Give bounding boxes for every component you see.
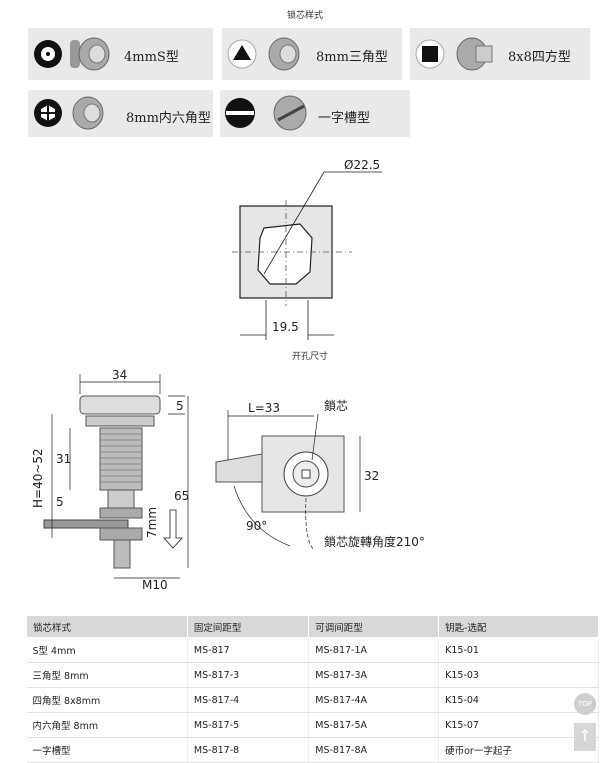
- table-cell: MS-817-4: [187, 687, 310, 713]
- table-row: 一字槽型 MS-817-8 MS-817-8A 硬币or一字起子: [26, 737, 599, 763]
- core-type-square-tile: [410, 28, 590, 80]
- head-height-label: 5: [176, 399, 184, 413]
- thread-length-label: 31: [56, 452, 71, 466]
- table-cell: MS-817-8A: [308, 737, 440, 763]
- back-to-top-button[interactable]: TOP: [574, 693, 596, 715]
- table-cell: S型 4mm: [26, 637, 188, 663]
- table-cell: MS-817: [187, 637, 310, 663]
- table-row: S型 4mm MS-817 MS-817-1A K15-01: [26, 637, 599, 663]
- table-row: 四角型 8x8mm MS-817-4 MS-817-4A K15-04: [26, 687, 599, 713]
- hex-core-icon: [34, 96, 104, 130]
- core-type-label-hex: 8mm内六角型: [126, 111, 211, 126]
- core-label: 鎖芯: [324, 398, 348, 413]
- cutout-drawing: Ø22.5 19.5: [232, 158, 382, 340]
- cutout-caption: 开孔尺寸: [291, 352, 328, 362]
- core-type-label-slot: 一字槽型: [318, 111, 371, 126]
- table-cell: MS-817-8: [187, 737, 310, 763]
- col-core-style: 锁芯样式: [26, 615, 188, 638]
- col-adjustable: 可调间距型: [308, 615, 440, 638]
- table-cell: 三角型 8mm: [26, 662, 188, 688]
- core-type-s-tile: [28, 28, 213, 80]
- table-cell: K15-03: [438, 662, 599, 688]
- col-key: 钥匙-选配: [438, 615, 599, 638]
- total-height-label: 65: [174, 489, 189, 503]
- table-cell: 内六角型 8mm: [26, 712, 188, 738]
- front-dimension-drawing: L=33 鎖芯 32 90° 鎖芯旋轉角度210°: [215, 398, 425, 551]
- side-dimension-drawing: 34 5 31 H=40~52 65 5 7mm M10: [31, 368, 189, 592]
- table-cell: MS-817-5A: [308, 712, 440, 738]
- rotation-note: 鎖芯旋轉角度210°: [324, 534, 425, 549]
- travel-label: 7mm: [145, 507, 159, 538]
- table-cell: MS-817-3: [187, 662, 310, 688]
- core-type-hex-tile: [28, 90, 213, 137]
- table-cell: MS-817-3A: [308, 662, 440, 688]
- table-cell: K15-01: [438, 637, 599, 663]
- slot-core-icon: [225, 95, 307, 131]
- table-cell: MS-817-5: [187, 712, 310, 738]
- table-header-row: 锁芯样式 固定间距型 可调间距型 钥匙-选配: [26, 615, 599, 638]
- triangle-core-icon: [227, 37, 300, 71]
- core-type-triangle-tile: [222, 28, 402, 80]
- table-cell: 硬币or一字起子: [438, 737, 599, 763]
- table-cell: K15-04: [438, 687, 599, 713]
- model-spec-table: 锁芯样式 固定间距型 可调间距型 钥匙-选配 S型 4mm MS-817 MS-…: [26, 615, 599, 763]
- col-fixed: 固定间距型: [186, 615, 310, 638]
- washer-gap-label: 5: [56, 495, 64, 509]
- height-range-label: H=40~52: [31, 448, 45, 508]
- table-row: 内六角型 8mm MS-817-5 MS-817-5A K15-07: [26, 712, 599, 738]
- s-core-icon: [34, 37, 110, 71]
- core-type-label-square: 8x8四方型: [508, 50, 571, 65]
- angle-label: 90°: [246, 519, 267, 533]
- core-type-label-s: 4mmS型: [124, 50, 179, 65]
- square-core-icon: [415, 37, 493, 71]
- table-cell: K15-07: [438, 712, 599, 738]
- table-cell: MS-817-4A: [308, 687, 440, 713]
- table-cell: 四角型 8x8mm: [26, 687, 188, 713]
- table-cell: MS-817-1A: [308, 637, 440, 663]
- length-label: L=33: [248, 401, 280, 415]
- cutout-diameter-label: Ø22.5: [344, 158, 380, 172]
- thread-size-label: M10: [142, 578, 168, 592]
- height-label: 32: [364, 469, 379, 483]
- core-styles-heading: 锁芯样式: [286, 11, 323, 21]
- top-width-label: 34: [112, 368, 127, 382]
- core-type-label-triangle: 8mm三角型: [316, 50, 388, 65]
- table-cell: 一字槽型: [26, 737, 188, 763]
- scroll-up-arrow-icon[interactable]: ↑: [574, 723, 596, 751]
- core-type-slot-tile: [220, 90, 410, 137]
- table-row: 三角型 8mm MS-817-3 MS-817-3A K15-03: [26, 662, 599, 688]
- cutout-width-label: 19.5: [272, 320, 299, 334]
